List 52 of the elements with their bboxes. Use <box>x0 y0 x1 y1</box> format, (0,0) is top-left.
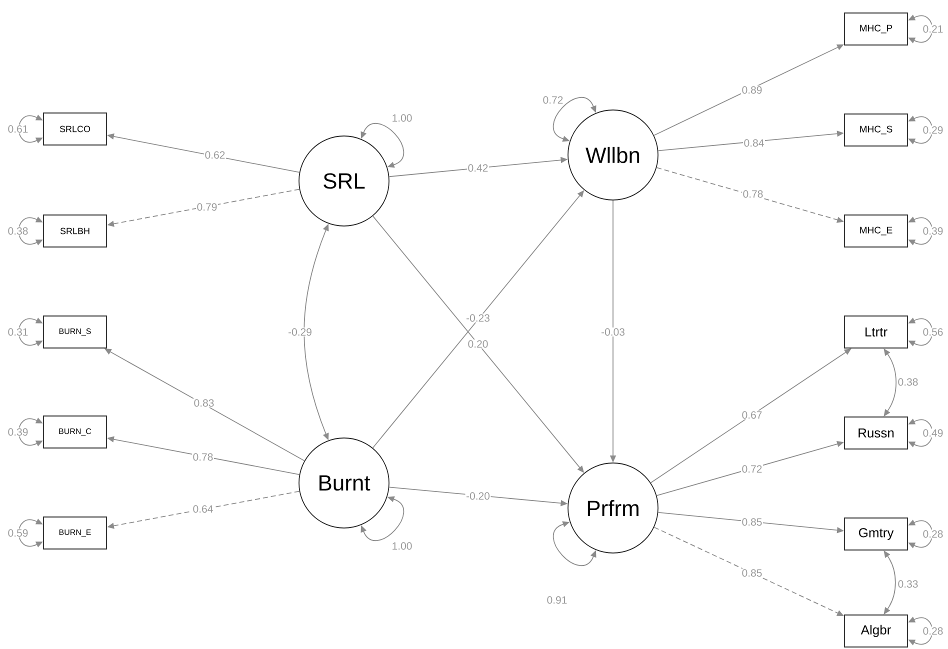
edge-label: 0.79 <box>196 202 218 212</box>
indicator-box: MHC_E <box>844 214 908 248</box>
edge-label: 0.38 <box>897 377 920 387</box>
indicator-box: SRLBH <box>43 214 107 248</box>
edge-label: 0.91 <box>546 595 568 605</box>
edge-label: -0.23 <box>465 313 491 323</box>
loop-arrow <box>552 521 596 566</box>
edge-label: 0.33 <box>897 579 920 589</box>
edge-label: 0.59 <box>6 528 30 538</box>
indicator-box: Algbr <box>844 614 908 648</box>
edge-label: 0.38 <box>6 226 30 236</box>
edge-label: 0.39 <box>922 226 944 236</box>
edge-label: 0.85 <box>741 517 764 527</box>
edge-label: -0.20 <box>465 491 491 501</box>
edge-label: 0.64 <box>192 504 214 514</box>
edge-label: 0.72 <box>542 95 564 105</box>
edge-label: 0.78 <box>192 452 214 462</box>
edge-label: -0.29 <box>287 327 313 337</box>
edge-label: 0.29 <box>922 125 944 135</box>
edge-label: 0.56 <box>922 327 944 337</box>
edge-label: 0.28 <box>922 529 944 539</box>
edge-label: 1.00 <box>391 541 414 551</box>
edge-label: 0.39 <box>6 427 30 437</box>
indicator-box: BURN_S <box>43 316 107 348</box>
indicator-box: Russn <box>844 416 908 450</box>
edge-label: 0.85 <box>741 568 764 578</box>
loop-arrow <box>360 496 404 541</box>
indicator-box: SRLCO <box>43 112 107 146</box>
indicator-box: MHC_S <box>844 114 908 146</box>
edge-label: 0.83 <box>192 398 216 408</box>
indicator-box: BURN_E <box>43 516 107 550</box>
edge-label: 0.84 <box>743 138 766 148</box>
edge-label: 0.31 <box>6 327 30 337</box>
edge-label: 0.72 <box>741 464 764 474</box>
edge-label: 0.89 <box>741 85 764 95</box>
indicator-box: Gmtry <box>844 518 908 550</box>
edge-label: 0.67 <box>741 410 764 420</box>
loop-arrow <box>552 97 596 142</box>
edge-label: 0.28 <box>922 626 944 636</box>
edge-label: 0.20 <box>466 339 490 349</box>
edge-label: 0.78 <box>742 189 764 199</box>
indicator-box: BURN_C <box>43 416 107 448</box>
indicator-box: MHC_P <box>844 12 908 46</box>
edge-label: -0.03 <box>600 327 626 337</box>
loop-arrow <box>360 123 404 168</box>
edge-label: 0.42 <box>466 163 490 173</box>
edge-label: 0.21 <box>922 24 944 34</box>
indicator-box: Ltrtr <box>844 316 908 348</box>
edge-label: 0.49 <box>922 428 944 438</box>
edge-label: 0.62 <box>204 150 226 160</box>
edge-label: 0.61 <box>6 124 30 134</box>
edge-label: 1.00 <box>391 113 414 123</box>
